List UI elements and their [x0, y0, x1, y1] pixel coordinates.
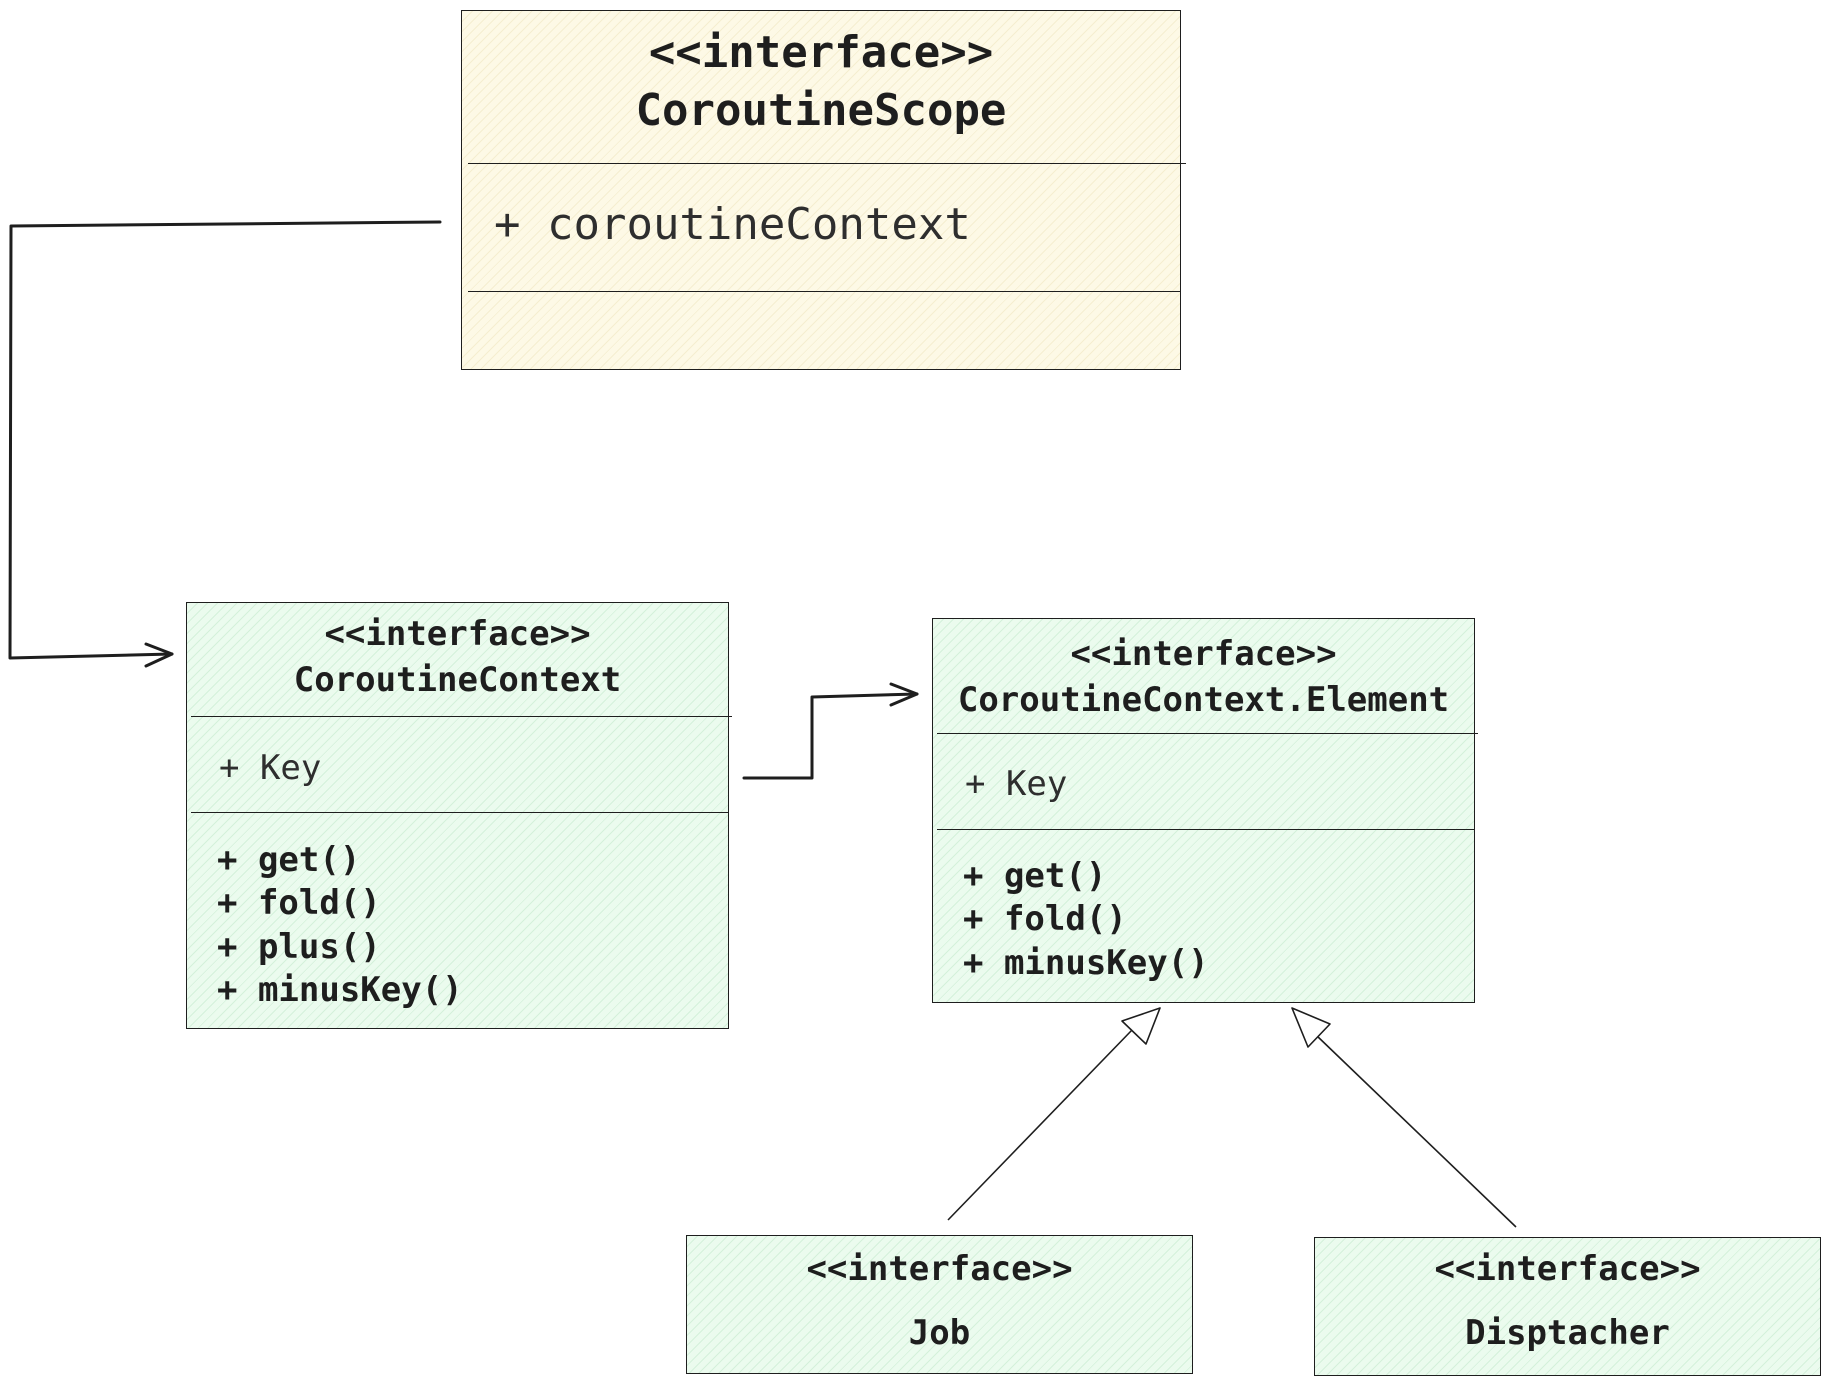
- job-inheritance-arrow: [947, 1007, 1161, 1221]
- job-name: Job: [908, 1313, 971, 1353]
- element-divider-1: [937, 733, 1478, 734]
- element-attribute-key: + Key: [965, 764, 1068, 804]
- context-name: CoroutineContext: [293, 660, 622, 700]
- dispatcher-box: <<interface>> Disptacher: [1314, 1237, 1821, 1376]
- element-method-get: + get(): [963, 856, 1107, 896]
- dispatcher-stereotype: <<interface>>: [1434, 1249, 1701, 1289]
- context-method-minuskey: + minusKey(): [217, 970, 463, 1010]
- element-method-minuskey: + minusKey(): [963, 943, 1209, 983]
- context-method-fold: + fold(): [217, 883, 381, 923]
- element-stereotype: <<interface>>: [1070, 634, 1337, 674]
- context-divider-1: [191, 716, 732, 717]
- scope-divider-2: [468, 291, 1180, 292]
- dispatcher-inheritance-arrow: [1291, 1007, 1517, 1228]
- dispatcher-name: Disptacher: [1465, 1313, 1670, 1353]
- coroutine-context-element-box: <<interface>> CoroutineContext.Element +…: [932, 618, 1478, 1003]
- context-stereotype: <<interface>>: [324, 614, 591, 654]
- scope-divider-1: [468, 163, 1186, 164]
- context-divider-2: [191, 812, 728, 813]
- context-method-get: + get(): [217, 840, 361, 880]
- context-to-element-arrow: [742, 682, 919, 780]
- job-box: <<interface>> Job: [686, 1235, 1193, 1374]
- coroutine-scope-box: <<interface>> CoroutineScope + coroutine…: [461, 10, 1186, 370]
- scope-name: CoroutineScope: [635, 85, 1007, 136]
- context-attribute-key: + Key: [219, 748, 322, 788]
- element-name: CoroutineContext.Element: [957, 680, 1450, 720]
- element-method-fold: + fold(): [963, 899, 1127, 939]
- scope-stereotype: <<interface>>: [648, 27, 994, 78]
- context-method-plus: + plus(): [217, 927, 381, 967]
- element-divider-2: [937, 829, 1474, 830]
- scope-attribute: + coroutineContext: [494, 199, 971, 250]
- scope-to-context-arrow: [8, 220, 442, 668]
- job-stereotype: <<interface>>: [806, 1249, 1073, 1289]
- coroutine-context-box: <<interface>> CoroutineContext + Key + g…: [186, 602, 732, 1029]
